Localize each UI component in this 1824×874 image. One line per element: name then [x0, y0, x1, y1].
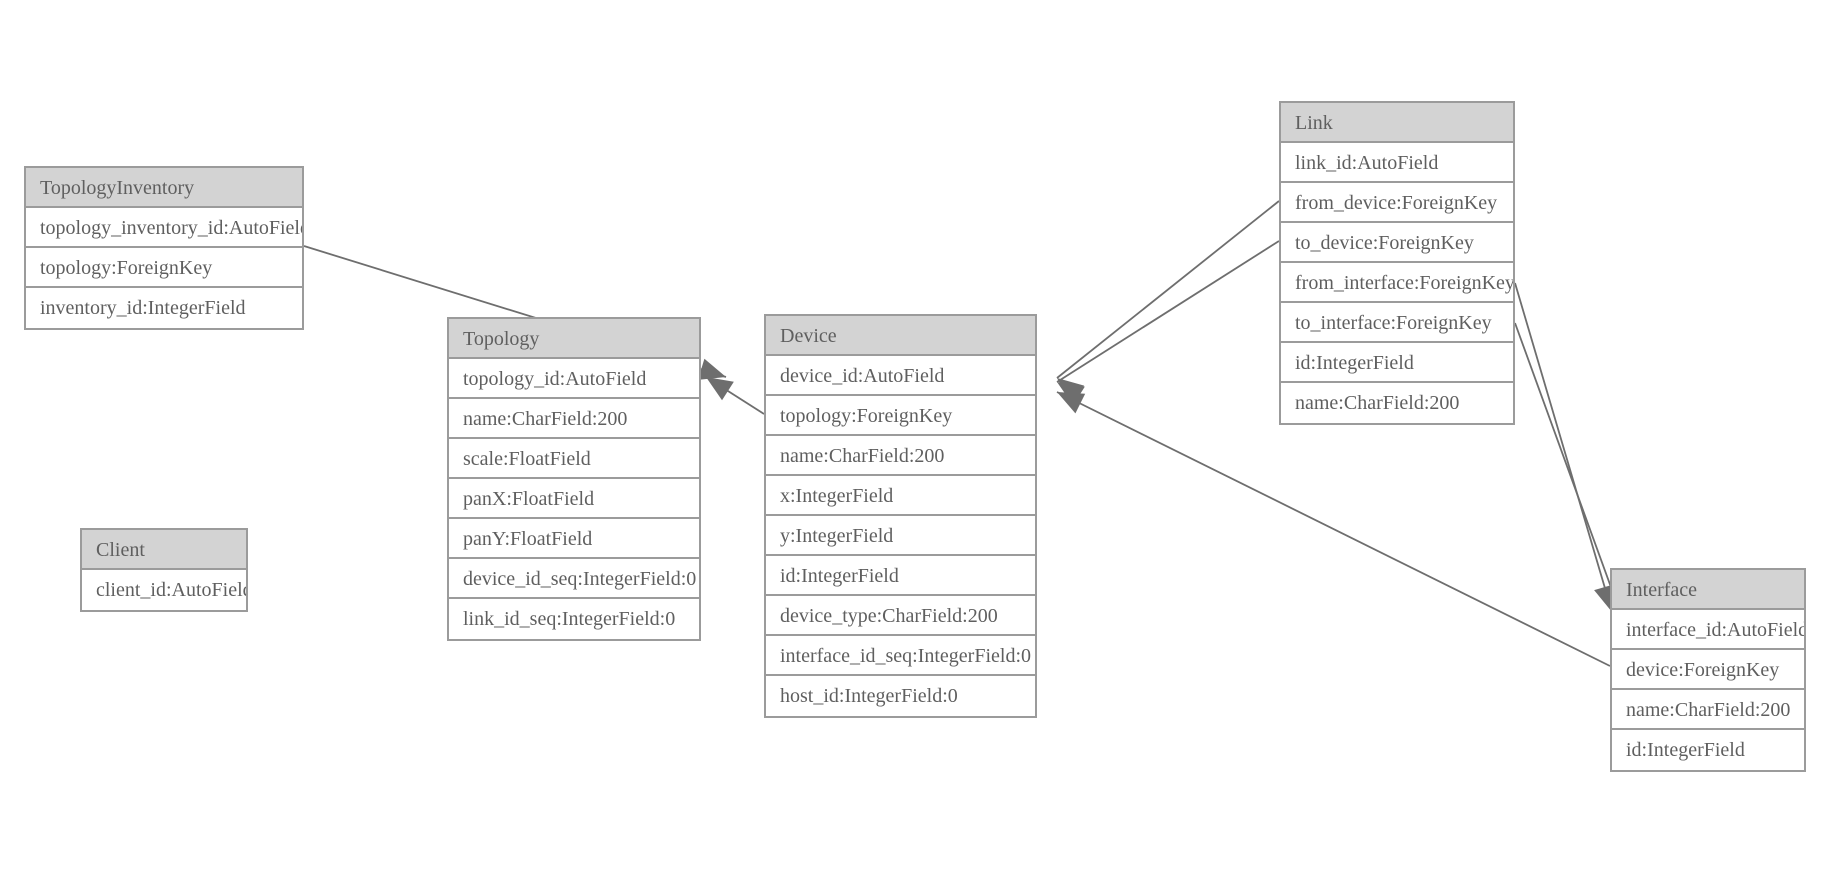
- entity-field-row[interactable]: y:IntegerField: [766, 516, 1035, 556]
- entity-field-row[interactable]: id:IntegerField: [766, 556, 1035, 596]
- entity-field-row[interactable]: panY:FloatField: [449, 519, 699, 559]
- entity-field-row[interactable]: topology_id:AutoField: [449, 359, 699, 399]
- entity-field-row[interactable]: to_device:ForeignKey: [1281, 223, 1513, 263]
- entity-field-row[interactable]: device:ForeignKey: [1612, 650, 1804, 690]
- relationship-line: [1056, 391, 1611, 667]
- relationship-arrowhead: [697, 358, 726, 380]
- entity-field-row[interactable]: topology:ForeignKey: [766, 396, 1035, 436]
- entity-field-row[interactable]: topology:ForeignKey: [26, 248, 302, 288]
- relationship-link-from-interface: [1514, 282, 1616, 613]
- relationship-arrowhead: [1057, 392, 1086, 414]
- entity-title-interface: Interface: [1612, 570, 1804, 610]
- relationship-line: [1514, 322, 1621, 613]
- entity-field-row[interactable]: link_id_seq:IntegerField:0: [449, 599, 699, 639]
- entity-title-topology_inventory: TopologyInventory: [26, 168, 302, 208]
- entity-field-row[interactable]: name:CharField:200: [449, 399, 699, 439]
- entity-field-row[interactable]: name:CharField:200: [1612, 690, 1804, 730]
- relationship-arrowhead: [1057, 378, 1085, 403]
- entity-title-device: Device: [766, 316, 1035, 356]
- entity-field-row[interactable]: interface_id_seq:IntegerField:0: [766, 636, 1035, 676]
- entity-field-row[interactable]: interface_id:AutoField: [1612, 610, 1804, 650]
- relationship-link-from-device: [1056, 200, 1280, 403]
- entity-field-row[interactable]: from_interface:ForeignKey: [1281, 263, 1513, 303]
- entity-field-row[interactable]: host_id:IntegerField:0: [766, 676, 1035, 716]
- entity-field-row[interactable]: link_id:AutoField: [1281, 143, 1513, 183]
- entity-field-row[interactable]: name:CharField:200: [766, 436, 1035, 476]
- relationship-line: [1056, 240, 1280, 383]
- entity-field-row[interactable]: topology_inventory_id:AutoField: [26, 208, 302, 248]
- entity-field-row[interactable]: id:IntegerField: [1281, 343, 1513, 383]
- entity-field-row[interactable]: id:IntegerField: [1612, 730, 1804, 770]
- entity-title-topology: Topology: [449, 319, 699, 359]
- entity-field-row[interactable]: panX:FloatField: [449, 479, 699, 519]
- entity-field-row[interactable]: device_id:AutoField: [766, 356, 1035, 396]
- entity-field-row[interactable]: from_device:ForeignKey: [1281, 183, 1513, 223]
- entity-field-row[interactable]: name:CharField:200: [1281, 383, 1513, 423]
- relationship-arrowhead: [706, 377, 734, 401]
- entity-field-row[interactable]: to_interface:ForeignKey: [1281, 303, 1513, 343]
- relationship-line: [1056, 200, 1280, 379]
- relationship-arrowhead: [1057, 382, 1085, 406]
- relationship-line: [705, 376, 765, 415]
- relationship-line: [1514, 282, 1613, 613]
- relationship-device-topology: [705, 376, 765, 415]
- relationship-link-to-device: [1056, 240, 1280, 406]
- entity-field-row[interactable]: inventory_id:IntegerField: [26, 288, 302, 328]
- entity-title-link: Link: [1281, 103, 1513, 143]
- entity-field-row[interactable]: x:IntegerField: [766, 476, 1035, 516]
- entity-field-row[interactable]: device_type:CharField:200: [766, 596, 1035, 636]
- entity-field-row[interactable]: client_id:AutoField: [82, 570, 246, 610]
- entity-field-row[interactable]: device_id_seq:IntegerField:0: [449, 559, 699, 599]
- entity-field-row[interactable]: scale:FloatField: [449, 439, 699, 479]
- entity-title-client: Client: [82, 530, 246, 570]
